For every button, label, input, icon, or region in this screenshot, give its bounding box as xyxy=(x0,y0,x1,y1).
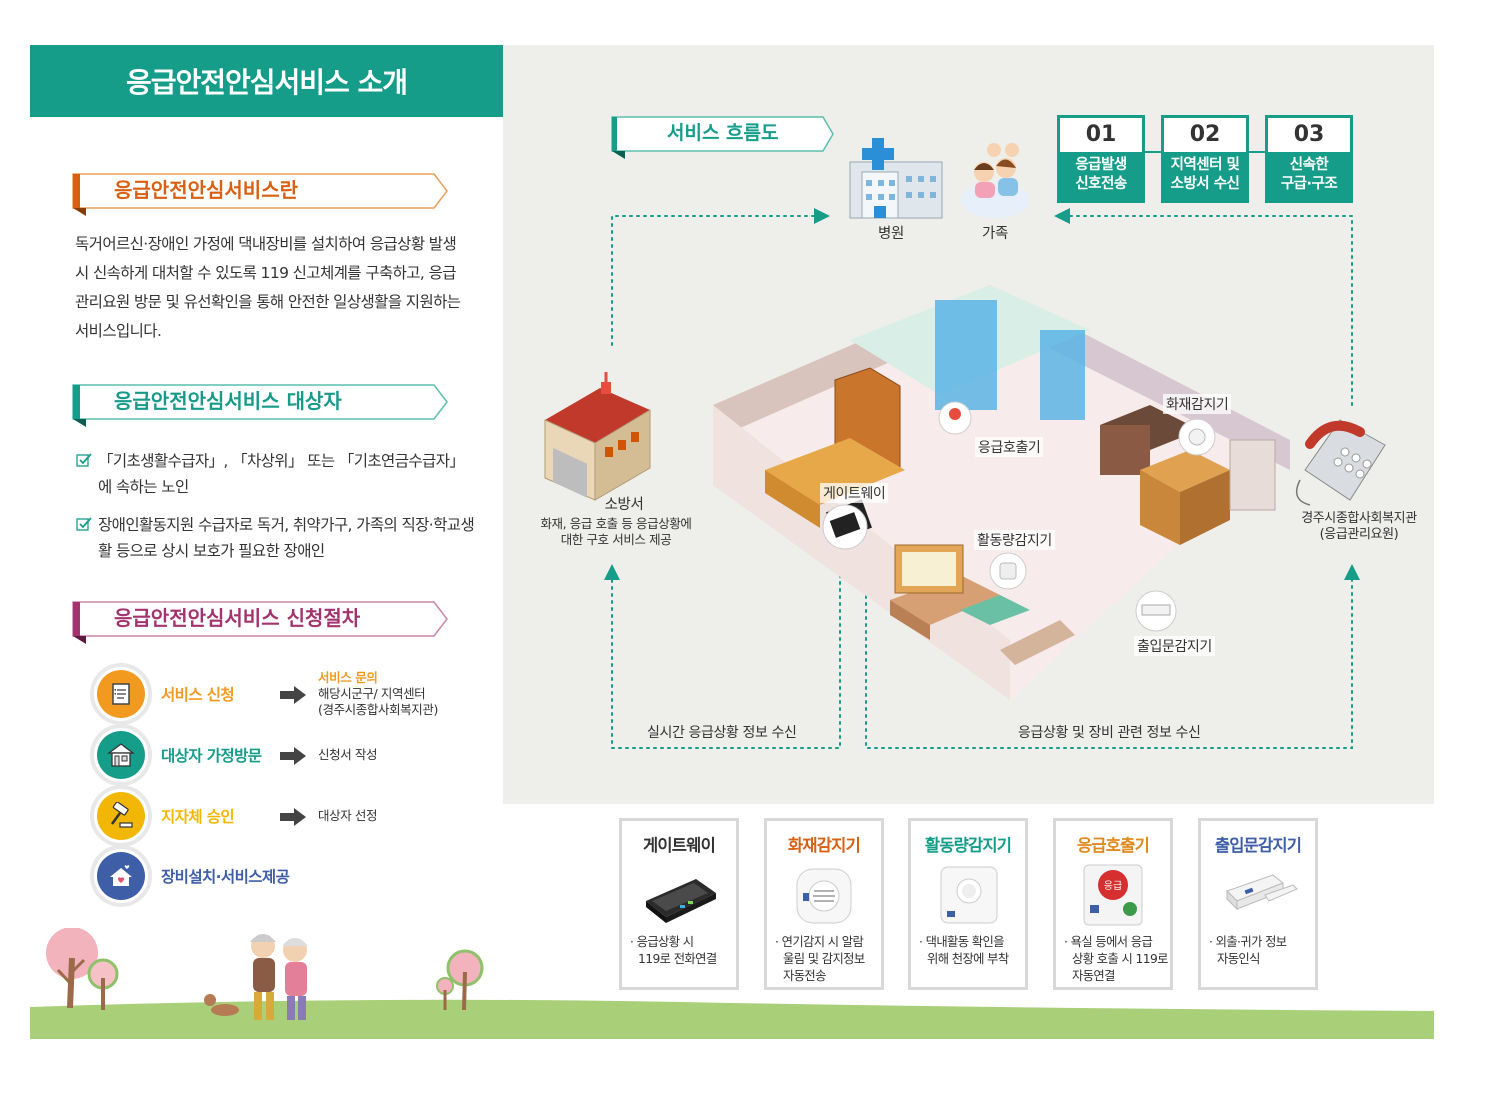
flow-caption-left: 실시간 응급상황 정보 수신 xyxy=(647,725,797,741)
procedure-step-install: 장비설치·서비스제공 xyxy=(90,845,510,907)
target-list: 「기초생활수급자」, 「차상위」 또는 「기초연금수급자」에 속하는 노인 장애… xyxy=(76,448,476,576)
arrow-right-icon xyxy=(280,808,306,826)
tree-icon xyxy=(87,958,119,1010)
step-result: 신청서 작성 xyxy=(318,747,378,762)
callout-activity-sensor: 활동량감지기 xyxy=(974,530,1055,550)
section-title-frame xyxy=(72,384,448,427)
procedure-step-apply: 서비스 신청 서비스 문의 해당시군구/ 지역센터 (경주시종합사회복지관) xyxy=(90,663,510,725)
flow-line-home-to-center xyxy=(865,564,1360,749)
procedure-step-visit: 대상자 가정방문 신청서 작성 xyxy=(90,724,510,786)
hospital-icon xyxy=(849,138,943,219)
tree-icon xyxy=(46,928,98,1009)
grass-ground xyxy=(30,999,1434,1039)
document-icon xyxy=(112,683,130,705)
target-item: 「기초생활수급자」, 「차상위」 또는 「기초연금수급자」에 속하는 노인 xyxy=(76,448,476,500)
procedure-step-approval: 지자체 승인 대상자 선정 xyxy=(90,785,510,847)
fire-station-icon xyxy=(544,372,651,501)
flow-caption-right: 응급상황 및 장비 관련 정보 수신 xyxy=(1018,725,1201,741)
home-interior-illustration xyxy=(713,285,1290,700)
section-title-procedure: 응급안전안심서비스 신청절차 xyxy=(72,601,448,644)
step-circle xyxy=(90,845,152,907)
flow-title: 서비스 흐름도 xyxy=(611,116,834,159)
flow-line-home-to-fire xyxy=(604,564,841,749)
gavel-icon xyxy=(110,802,133,828)
tree-icon xyxy=(436,949,484,1011)
park-scene xyxy=(46,928,484,1020)
fire-station-label: 소방서 xyxy=(604,497,644,513)
smoke-detector-icon xyxy=(796,868,852,924)
house-icon xyxy=(107,743,135,767)
callout-emergency-call: 응급호출기 xyxy=(975,437,1044,457)
callout-door-sensor: 출입문감지기 xyxy=(1134,636,1215,656)
door-sensor-icon xyxy=(1226,874,1298,911)
hospital-label: 병원 xyxy=(878,226,904,242)
welfare-center-label: 경주시종합사회복지관 (응급관리요원) xyxy=(1301,511,1417,542)
section-title-frame xyxy=(72,173,448,216)
checkbox-icon xyxy=(76,517,92,531)
step-connector xyxy=(1249,151,1265,153)
arrow-right-icon xyxy=(280,747,306,765)
family-label: 가족 xyxy=(982,226,1008,242)
telephone-icon xyxy=(1295,419,1386,506)
family-icon xyxy=(961,143,1029,218)
home-heart-icon xyxy=(110,865,132,886)
gateway-icon xyxy=(646,879,716,923)
step-label: 지자체 승인 xyxy=(161,808,235,826)
step-circle xyxy=(90,785,152,847)
flow-line-center-to-family xyxy=(1054,208,1353,406)
emergency-button-icon: 응급 xyxy=(1083,864,1143,926)
flow-diagram xyxy=(544,138,1386,749)
step-result: 대상자 선정 xyxy=(318,808,378,823)
intro-description: 독거어르신·장애인 가정에 댁내장비를 설치하여 응급상황 발생 시 신속하게 … xyxy=(75,235,461,340)
svg-text:응급: 응급 xyxy=(1104,880,1122,892)
flow-title-frame xyxy=(611,116,834,159)
dog-icon xyxy=(204,994,239,1016)
section-title-intro: 응급안전안심서비스란 xyxy=(72,173,448,216)
fire-station-desc: 화재, 응급 호출 등 응급상황에 대한 구호 서비스 제공 xyxy=(540,516,692,547)
motion-sensor-icon xyxy=(940,866,998,924)
step-circle xyxy=(90,724,152,786)
target-item: 장애인활동지원 수급자로 독거, 취약가구, 가족의 직장·학교생활 등으로 상… xyxy=(76,512,476,564)
section-title-frame xyxy=(72,601,448,644)
page-title: 응급안전안심서비스 소개 xyxy=(30,45,503,117)
step-label: 장비설치·서비스제공 xyxy=(161,868,290,886)
callout-fire-sensor: 화재감지기 xyxy=(1163,394,1232,414)
step-connector xyxy=(1145,151,1161,153)
arrow-right-icon xyxy=(280,686,306,704)
section-title-target: 응급안전안심서비스 대상자 xyxy=(72,384,448,427)
callout-gateway: 게이트웨이 xyxy=(820,483,889,503)
step-label: 대상자 가정방문 xyxy=(161,747,262,765)
flow-line-fire-to-hospital xyxy=(611,208,830,346)
step-result: 서비스 문의 해당시군구/ 지역센터 (경주시종합사회복지관) xyxy=(318,670,438,717)
step-label: 서비스 신청 xyxy=(161,686,235,704)
step-circle xyxy=(90,663,152,725)
elderly-couple-icon xyxy=(250,934,308,1020)
checkbox-icon xyxy=(76,453,92,467)
